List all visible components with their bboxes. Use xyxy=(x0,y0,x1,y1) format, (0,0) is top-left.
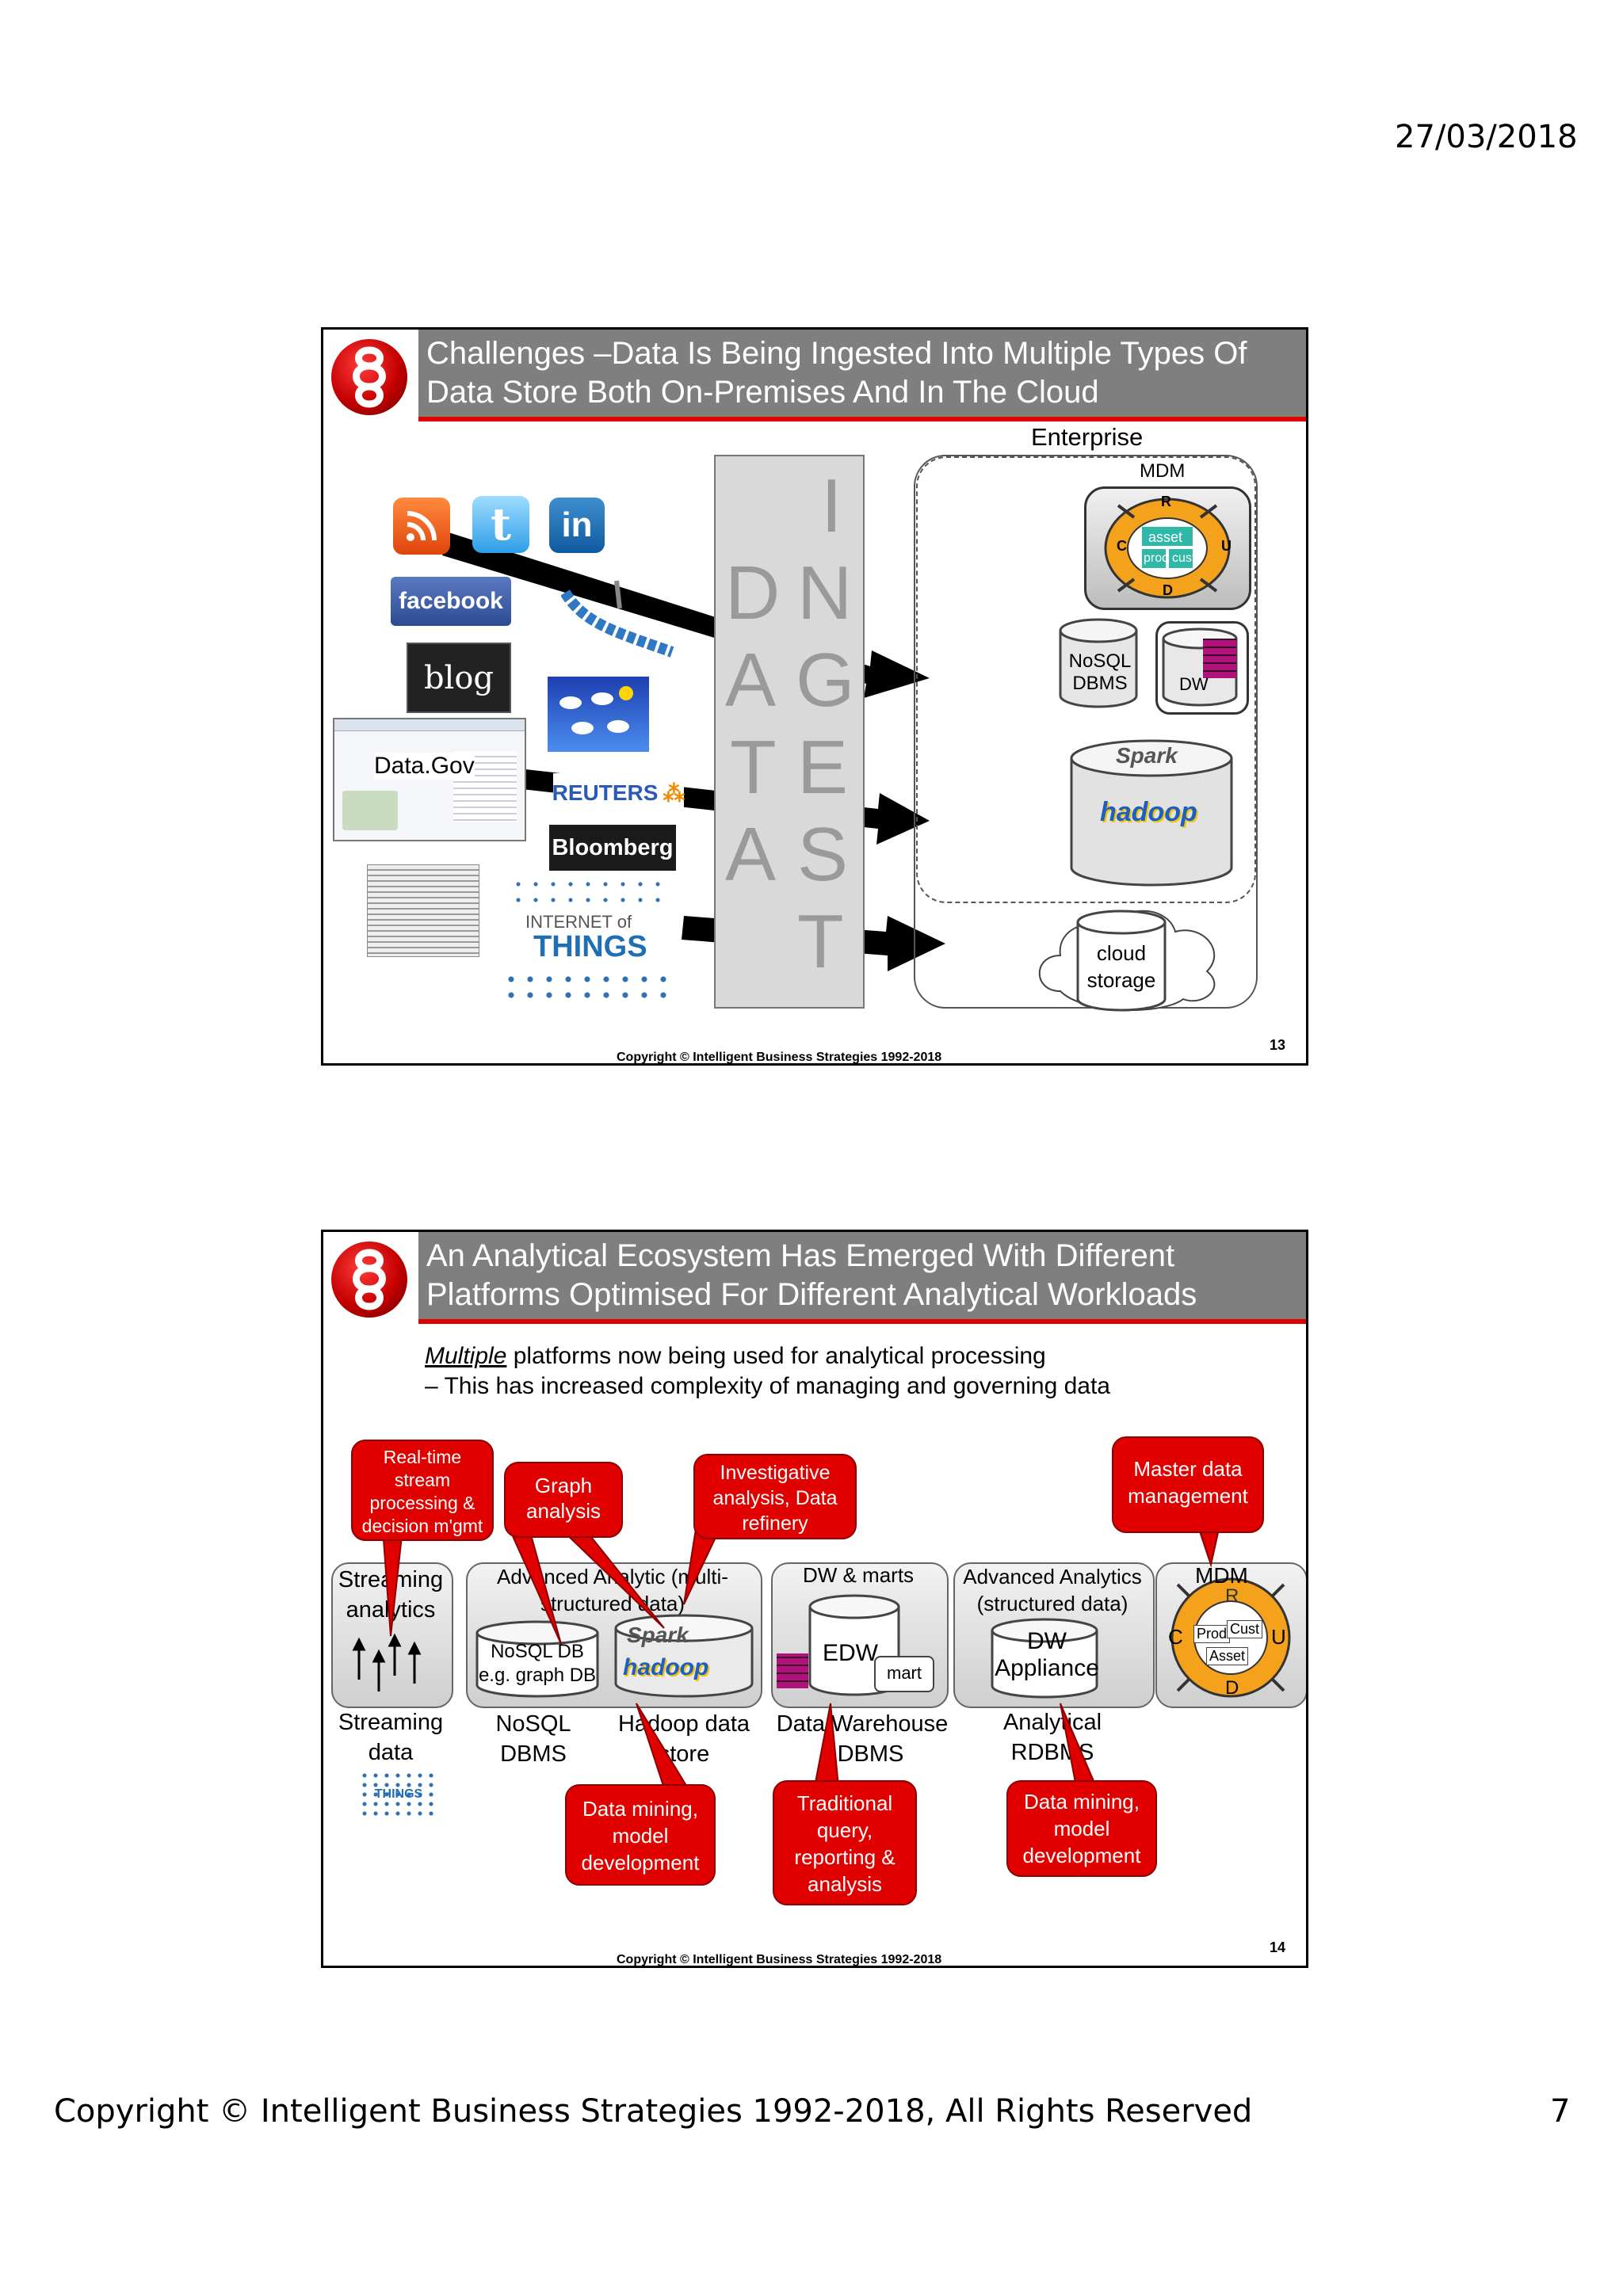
dw-label: DW xyxy=(1179,674,1209,694)
page-number: 7 xyxy=(1550,2093,1571,2130)
slide-header: An Analytical Ecosystem Has Emerged With… xyxy=(418,1232,1306,1324)
platform-streaming-label: Streaming analytics xyxy=(338,1567,444,1623)
slide-copyright: Copyright © Intelligent Business Strateg… xyxy=(617,1953,942,1966)
slide-13: Challenges –Data Is Being Ingested Into … xyxy=(321,327,1308,1066)
reuters-logo: REUTERS⁂ xyxy=(552,773,685,813)
callout-graph-analysis: Graph analysis xyxy=(504,1462,623,1538)
ingest-letter: N xyxy=(797,551,853,635)
platform-advanced-structured-label: Advanced Analytics (structured data) xyxy=(963,1565,1142,1615)
slide-title: Challenges –Data Is Being Ingested Into … xyxy=(426,336,1247,410)
edw-label: EDW xyxy=(823,1640,878,1666)
page-footer: Copyright © Intelligent Business Strateg… xyxy=(54,2093,1253,2130)
platform-dw-label: DW & marts xyxy=(802,1563,915,1587)
callout-realtime-streaming: Real-time stream processing & decision m… xyxy=(351,1440,494,1541)
twitter-icon: t xyxy=(472,496,529,553)
data-warehouse-label: Data Warehouse RDBMS xyxy=(776,1711,949,1767)
ingest-letter: A xyxy=(725,812,777,897)
spark-logo: Spark xyxy=(627,1623,689,1647)
hadoop-logo: hadoop xyxy=(623,1654,709,1680)
slide-number: 14 xyxy=(1269,1939,1285,1955)
weather-icon xyxy=(548,677,649,752)
platform-mdm-label: MDM xyxy=(1195,1563,1248,1588)
cube-icon xyxy=(1203,639,1236,678)
mart-box: mart xyxy=(874,1656,934,1692)
slide-header: Challenges –Data Is Being Ingested Into … xyxy=(418,330,1306,421)
mdm-label: MDM xyxy=(1140,460,1186,482)
analytical-rdbms-label: Analytical RDBMS xyxy=(1002,1710,1102,1765)
ingest-letter: G xyxy=(796,638,855,723)
data-gov-label: Data.Gov xyxy=(374,753,475,780)
nosql-label: NoSQL DBMS xyxy=(1068,650,1132,694)
hadoop-logo: hadoop xyxy=(1100,797,1197,827)
ibs-logo xyxy=(331,339,407,415)
ingest-letter: I xyxy=(821,463,842,548)
data-gov-screenshot: Data.Gov xyxy=(333,718,526,841)
enterprise-label: Enterprise xyxy=(1031,423,1144,451)
ingest-letter: T xyxy=(730,725,777,810)
slide-14: An Analytical Ecosystem Has Emerged With… xyxy=(321,1230,1308,1968)
slide-subtitle: Multiple platforms now being used for an… xyxy=(425,1343,1110,1399)
linkedin-icon: in xyxy=(549,498,605,553)
iot-icon: THINGS xyxy=(359,1771,438,1818)
enterprise-boundary xyxy=(914,455,1258,1009)
stream-arrows-icon xyxy=(352,1633,422,1691)
ibs-logo xyxy=(331,1241,407,1318)
blog-logo: blog xyxy=(407,643,511,713)
platform-advanced-multi-label: Advanced Analytic (multi-structured data… xyxy=(497,1565,728,1615)
data-ingest-bar xyxy=(714,455,865,1009)
ingest-letter: A xyxy=(725,638,777,723)
streaming-data-label: Streaming data xyxy=(338,1710,444,1765)
hadoop-data-store-label: Hadoop data store xyxy=(617,1711,750,1767)
mdm-box: R C U D asset prod cust xyxy=(1084,486,1251,610)
newspapers-image xyxy=(367,864,479,957)
dw-appliance-label: DW Appliance xyxy=(995,1628,1099,1681)
dw-appliance-cylinder xyxy=(991,1618,1098,1699)
page-date: 27/03/2018 xyxy=(1395,119,1578,155)
callout-master-data-management: Master data management xyxy=(1112,1436,1264,1533)
nosql-db-label: NoSQL DB e.g. graph DB xyxy=(478,1641,597,1686)
callout-data-mining-hadoop: Data mining, model development xyxy=(565,1784,716,1886)
nosql-cylinder xyxy=(1059,618,1138,708)
cloud-storage-label: cloud storage xyxy=(1086,941,1156,992)
callout-data-mining-analytical: Data mining, model development xyxy=(1006,1780,1157,1877)
rss-icon xyxy=(393,498,450,555)
spark-logo: Spark xyxy=(1116,743,1178,768)
ingest-letter: E xyxy=(797,725,849,810)
ingest-letter: D xyxy=(725,551,781,635)
cube-icon xyxy=(777,1653,808,1688)
big-data-cylinder xyxy=(1070,739,1233,887)
callout-traditional-query: Traditional query, reporting & analysis xyxy=(773,1780,917,1905)
facebook-logo: facebook xyxy=(391,577,511,626)
web-chain-icon xyxy=(561,580,674,658)
ingest-letter: T xyxy=(797,899,844,984)
callout-investigative-analysis: Investigative analysis, Data refinery xyxy=(693,1454,857,1539)
ingest-letter: S xyxy=(797,812,849,897)
slide-copyright: Copyright © Intelligent Business Strateg… xyxy=(617,1051,942,1064)
nosql-dbms-label: NoSQL DBMS xyxy=(495,1711,571,1767)
slide-number: 13 xyxy=(1269,1037,1285,1053)
internet-of-things-logo: INTERNET of THINGS xyxy=(478,876,692,1011)
bloomberg-logo: Bloomberg xyxy=(549,825,676,871)
on-premises-boundary xyxy=(916,456,1256,903)
slide-title: An Analytical Ecosystem Has Emerged With… xyxy=(426,1238,1197,1312)
